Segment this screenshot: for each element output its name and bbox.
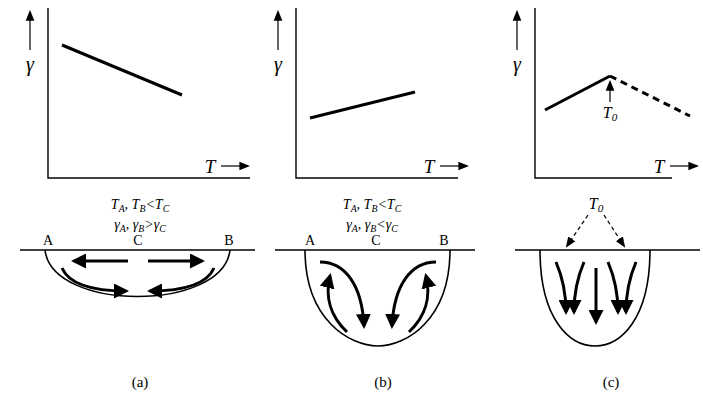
panel-label: (a) bbox=[132, 375, 149, 390]
point-label: C bbox=[371, 234, 380, 248]
axis-label: γ bbox=[274, 54, 282, 74]
condition-text: TA, TB<TC bbox=[111, 198, 169, 213]
axis-arrows bbox=[30, 12, 697, 166]
temperature-mark: T0 bbox=[589, 196, 604, 214]
surface-tension-curves bbox=[62, 45, 690, 118]
flow-arrows bbox=[62, 261, 636, 332]
temperature-mark: T0 bbox=[603, 105, 618, 123]
condition-text: γA, γB<γC bbox=[346, 218, 398, 233]
condition-text: TA, TB<TC bbox=[343, 198, 401, 213]
axis-label: T bbox=[654, 157, 665, 176]
point-label: A bbox=[43, 234, 53, 248]
point-label: A bbox=[305, 234, 315, 248]
axis-label: T bbox=[424, 157, 435, 176]
graph-axes bbox=[48, 8, 672, 178]
weld-pool-outline bbox=[45, 250, 650, 346]
point-label: C bbox=[133, 234, 142, 248]
condition-text: γA, γB>γC bbox=[114, 218, 166, 233]
axis-label: T bbox=[205, 157, 216, 176]
axis-label: γ bbox=[26, 54, 34, 74]
axis-label: γ bbox=[513, 54, 521, 74]
point-label: B bbox=[224, 234, 233, 248]
point-label: B bbox=[439, 234, 448, 248]
panel-label: (c) bbox=[603, 375, 620, 390]
workpiece-surface bbox=[20, 249, 700, 251]
t0-dashed-arrows bbox=[567, 215, 624, 246]
t0-pointer bbox=[609, 82, 610, 102]
panel-label: (b) bbox=[374, 375, 392, 390]
